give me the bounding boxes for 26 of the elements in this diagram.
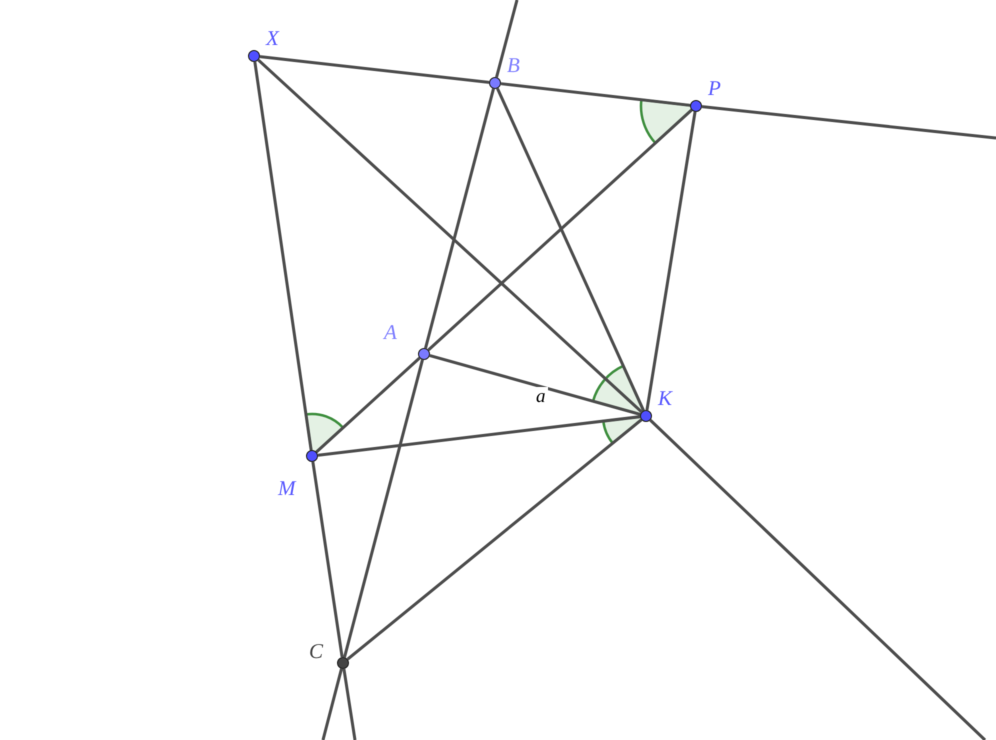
line-segment <box>346 418 642 660</box>
point-label: P <box>708 76 721 100</box>
point-label: B <box>507 53 520 77</box>
line-segment <box>315 356 421 454</box>
line-segment <box>311 462 344 658</box>
point-label: X <box>266 26 279 50</box>
point-label: C <box>309 639 324 663</box>
line-segment <box>322 668 343 740</box>
point-label: M <box>278 476 296 500</box>
line-segment <box>318 415 640 457</box>
line-segment <box>257 58 643 414</box>
line-segment <box>649 419 986 740</box>
line-segment <box>424 88 495 349</box>
line-segment <box>260 55 490 84</box>
line-segment <box>429 354 641 416</box>
line-segment <box>702 105 996 140</box>
line-segment <box>496 88 645 412</box>
line-segment <box>343 359 424 658</box>
line-segment <box>495 0 518 78</box>
point-label: K <box>658 386 672 410</box>
point-label: A <box>384 320 397 344</box>
line-segment <box>253 62 313 450</box>
line-segment <box>342 668 356 740</box>
line-segment <box>500 82 690 107</box>
line-segment <box>645 112 697 410</box>
line-segment <box>427 108 693 352</box>
